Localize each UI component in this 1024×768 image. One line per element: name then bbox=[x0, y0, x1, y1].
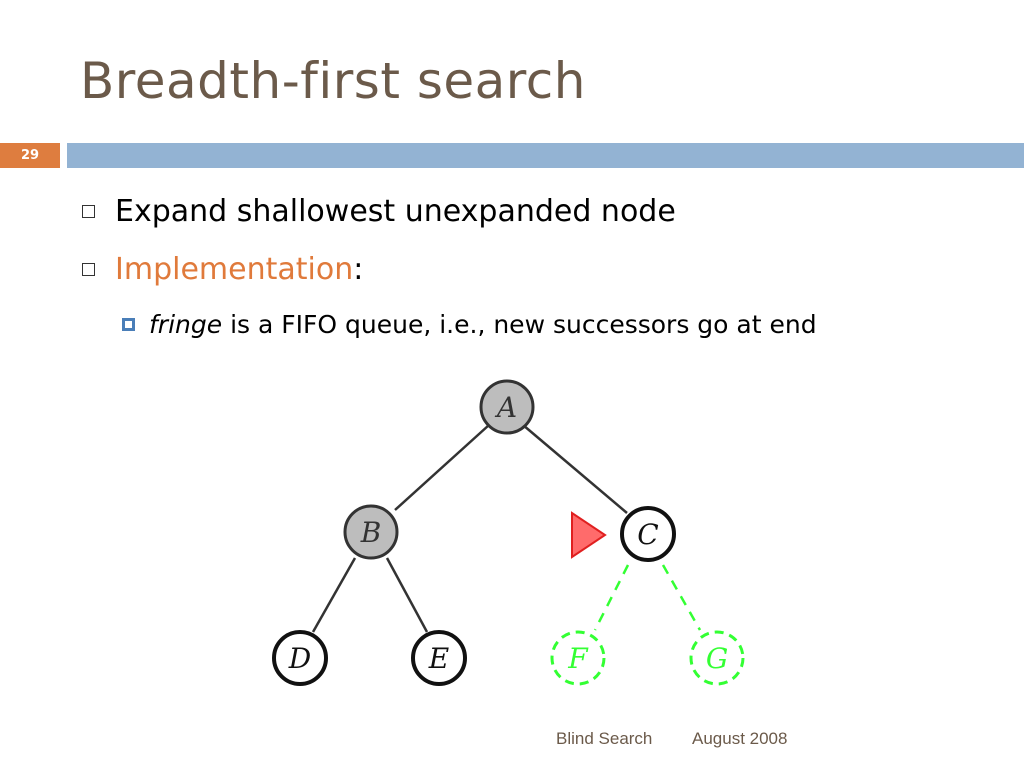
node-c: C bbox=[620, 506, 676, 562]
bullet-colon: : bbox=[353, 252, 364, 287]
title-divider-bar bbox=[67, 143, 1024, 168]
sub-bullet-italic: fringe bbox=[149, 310, 223, 339]
current-node-marker-icon bbox=[571, 511, 607, 559]
slide-title: Breadth-first search bbox=[80, 52, 586, 110]
bullet-text-highlight: Implementation bbox=[115, 252, 354, 287]
node-f: F bbox=[550, 630, 606, 686]
node-e-label: E bbox=[428, 642, 449, 675]
node-b-label: B bbox=[360, 516, 382, 549]
bullet-item: Expand shallowest unexpanded node bbox=[82, 194, 676, 229]
edge-b-d bbox=[311, 557, 357, 633]
bullet-item: Implementation: bbox=[82, 252, 363, 287]
sub-bullet-item: fringe is a FIFO queue, i.e., new succes… bbox=[122, 310, 817, 339]
edge-a-b bbox=[394, 424, 490, 511]
edge-c-g bbox=[661, 564, 702, 631]
bfs-tree-diagram: A B C D E F G bbox=[272, 379, 745, 686]
node-g: G bbox=[689, 630, 745, 686]
sub-bullet-text: is a FIFO queue, i.e., new successors go… bbox=[222, 310, 817, 339]
slide-number: 29 bbox=[0, 143, 60, 168]
node-f-label: F bbox=[567, 642, 589, 675]
node-b: B bbox=[343, 504, 399, 560]
square-bullet-icon bbox=[122, 318, 135, 331]
edge-b-e bbox=[385, 557, 429, 633]
node-c-label: C bbox=[637, 518, 658, 551]
bullet-text: Expand shallowest unexpanded node bbox=[115, 194, 676, 229]
checkbox-bullet-icon bbox=[82, 205, 95, 218]
edge-c-f bbox=[593, 564, 630, 631]
footer-title: Blind Search bbox=[556, 729, 653, 748]
node-g-label: G bbox=[706, 642, 728, 675]
checkbox-bullet-icon bbox=[82, 263, 95, 276]
footer-date: August 2008 bbox=[692, 729, 788, 748]
node-d: D bbox=[272, 630, 328, 686]
node-a: A bbox=[479, 379, 535, 435]
node-d-label: D bbox=[288, 642, 311, 675]
node-a-label: A bbox=[494, 391, 517, 424]
node-e: E bbox=[411, 630, 467, 686]
edge-a-c bbox=[522, 424, 628, 514]
